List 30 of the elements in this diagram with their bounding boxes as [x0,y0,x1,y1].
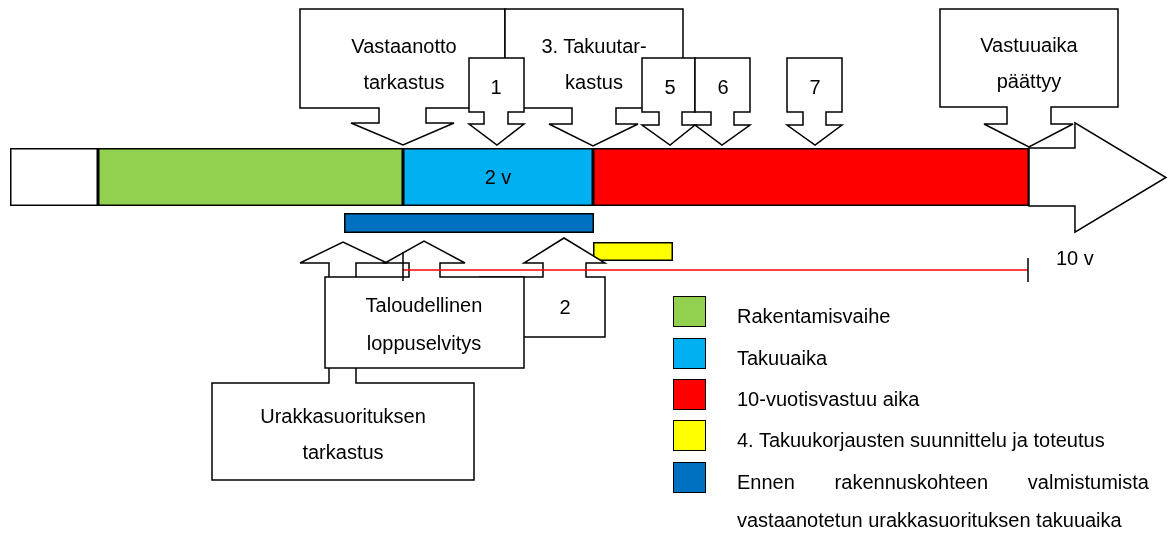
down-callout [642,58,695,145]
callout-number: 2 [558,295,572,320]
callout-text: Vastuuaika päättyy [979,33,1079,94]
timeline-bar [593,242,673,261]
down-callout [469,58,524,145]
bar-label: 2 v [483,165,513,190]
legend-text: Takuuaika [737,346,829,371]
timeline-bar [10,148,98,206]
down-callout [940,9,1118,147]
dimension-label: 10 v [1056,246,1094,270]
callout-text: 3. Takuutar- kastus [540,34,648,95]
timeline-arrowhead [1029,122,1167,233]
callout-number: 5 [663,75,677,100]
timeline-bar [593,148,1029,206]
down-callout [695,58,750,145]
timeline-bar [344,213,594,233]
callout-number: 6 [716,75,730,100]
callout-text: Urakkasuorituksen tarkastus [259,404,427,465]
legend-text: 4. Takuukorjausten suunnittelu ja toteutus [737,428,1106,453]
callout-text: Vastaanotto tarkastus [350,34,458,95]
timeline-bar [403,148,593,206]
callout-text: Taloudellinen loppuselvitys [364,293,484,356]
timeline-bar [98,148,403,206]
callout-number: 7 [808,75,822,100]
legend-text: Ennen rakennuskohteen valmistumista vastaanotetun urakkasuorituksen takuuaika [737,470,1149,533]
legend-text: Rakentamisvaihe [737,304,892,329]
down-callout [787,58,842,145]
up-callout [325,241,524,368]
legend-text: 10-vuotisvastuu aika [737,387,921,412]
callout-number: 1 [489,75,503,100]
